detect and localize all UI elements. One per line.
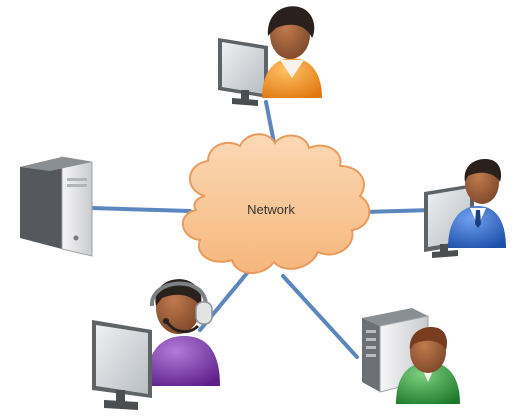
monitor-icon (92, 320, 152, 410)
link-left (90, 206, 192, 213)
cloud-label: Network (247, 202, 295, 217)
link-bottom-right (281, 274, 359, 359)
monitor-icon (218, 38, 268, 106)
user-green-server (362, 308, 460, 404)
person-blue-icon (448, 158, 506, 248)
link-right (364, 208, 434, 214)
person-orange-icon (262, 6, 322, 98)
person-headset-icon (146, 279, 220, 386)
user-blue-workstation (424, 158, 506, 258)
user-orange-workstation (218, 6, 322, 106)
standalone-server (20, 156, 93, 257)
cloud-shape (181, 133, 371, 274)
network-cloud: Network (181, 133, 371, 274)
user-purple-headset-workstation (92, 279, 220, 410)
server-tower-icon (20, 156, 93, 257)
person-green-icon (396, 326, 460, 404)
